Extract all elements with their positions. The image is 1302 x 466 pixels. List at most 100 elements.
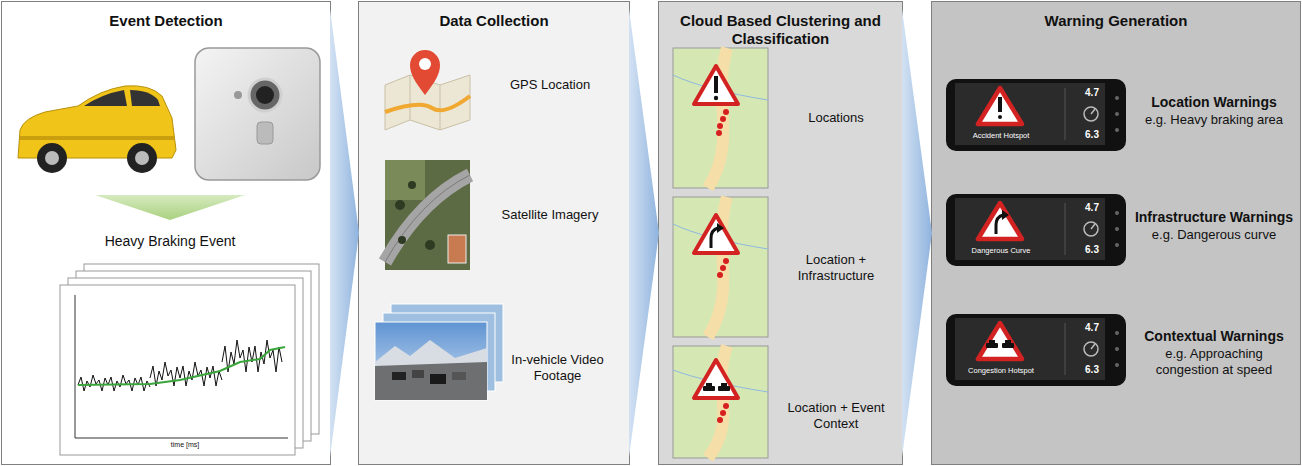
video-frames-part — [430, 374, 446, 384]
screen-value: 4.7 — [1079, 322, 1105, 334]
satellite-image-part — [385, 160, 470, 270]
gps-map-icon-part — [419, 58, 431, 70]
warning-screen-label: Accident Hotspot — [954, 131, 1048, 140]
phone-screen-congestion-part — [1005, 340, 1011, 343]
gps-map-icon-part — [410, 50, 440, 95]
video-frames-part — [375, 322, 487, 400]
phone-screen-curve-part — [1084, 222, 1098, 236]
map-locations-part — [717, 123, 723, 129]
signal-plot-part — [76, 271, 311, 441]
video-frames-part — [375, 362, 487, 400]
phone-screen-accident-part — [998, 115, 1002, 119]
video-frames — [375, 304, 503, 400]
signal-plot — [60, 264, 319, 455]
screen-value: 6.3 — [1079, 129, 1105, 141]
satellite-image-part — [385, 175, 470, 262]
satellite-image-part — [408, 181, 416, 189]
warning-screen-label: Dangerous Curve — [954, 246, 1048, 255]
axis-label: time [ms] — [150, 441, 220, 449]
car-illustration-part — [84, 90, 127, 106]
data-source-label: Satellite Imagery — [480, 207, 620, 223]
map-locations — [673, 48, 768, 188]
satellite-image-part — [385, 175, 470, 262]
warning-example: e.g. Heavy braking area — [1128, 112, 1300, 128]
map-infrastructure-part — [720, 265, 726, 271]
gps-map-icon-part — [385, 75, 470, 130]
video-frames-part — [392, 372, 406, 380]
cluster-label: Location + Infrastructure — [772, 252, 900, 283]
phone-screen-congestion-part — [1115, 363, 1119, 367]
video-frames-part — [412, 370, 424, 378]
car-illustration-part — [45, 151, 59, 165]
flow-chevron — [629, 9, 659, 457]
satellite-image-part — [448, 235, 466, 263]
warning-example: e.g. Dangerous curve — [1128, 227, 1300, 243]
stage-panel: Data Collection — [358, 1, 630, 465]
screen-value: 6.3 — [1079, 244, 1105, 256]
video-frames-part — [383, 313, 495, 391]
map-event-context-part — [673, 346, 768, 458]
phone-screen-curve-part — [1065, 203, 1066, 255]
car-illustration-part — [127, 143, 157, 173]
smartphone-illustration-part — [256, 86, 274, 104]
gps-map-icon — [385, 50, 470, 130]
gps-map-icon-part — [385, 96, 470, 112]
phone-screen-congestion-part — [1115, 331, 1119, 335]
satellite-image — [385, 160, 470, 270]
warning-type: Contextual Warnings — [1128, 328, 1300, 345]
map-infrastructure-part — [708, 197, 727, 337]
map-locations-part — [716, 130, 722, 136]
data-source-label: GPS Location — [480, 77, 620, 93]
satellite-image-part — [398, 236, 406, 244]
map-event-context — [673, 346, 768, 458]
cluster-label: Locations — [772, 110, 900, 126]
stage-title: Cloud Based Clustering and Classificatio… — [674, 12, 887, 48]
map-event-context-part — [720, 410, 726, 416]
phone-screen-congestion-part — [1091, 344, 1095, 349]
smartphone-illustration — [195, 48, 320, 180]
gps-map-icon-part — [410, 75, 411, 120]
map-event-context-part — [721, 383, 727, 386]
satellite-image-part — [425, 240, 435, 250]
flow-chevron — [902, 9, 932, 457]
phone-screen-accident-part — [1084, 107, 1098, 121]
satellite-image-part — [385, 160, 425, 200]
map-event-context-part — [694, 360, 738, 398]
map-event-context-part — [673, 370, 768, 392]
car-illustration-part — [135, 151, 149, 165]
stage-title: Warning Generation — [947, 12, 1285, 30]
phone-screen-accident-part — [955, 83, 1105, 145]
phone-screen-accident-part — [1115, 128, 1119, 132]
map-infrastructure-part — [711, 228, 718, 248]
phone-screen-congestion-part — [1115, 347, 1119, 351]
map-locations-part — [673, 75, 768, 100]
map-infrastructure-part — [717, 223, 724, 233]
video-frames-part — [375, 340, 487, 368]
warning-type: Location Warnings — [1128, 94, 1300, 111]
signal-plot-part — [75, 438, 288, 439]
car-illustration-part — [20, 136, 174, 140]
phone-screen-congestion-part — [1084, 342, 1098, 356]
car-illustration-part — [18, 86, 176, 158]
smartphone-illustration-part — [195, 48, 320, 180]
warning-screen-label: Congestion Hotspot — [954, 366, 1048, 375]
phone-screen-accident-part — [1091, 109, 1095, 114]
phone-screen-congestion-part — [986, 343, 998, 348]
phone-screen-congestion-part — [989, 340, 995, 343]
warning-example: e.g. Approaching congestion at speed — [1134, 346, 1294, 377]
phone-screen-congestion-part — [1065, 323, 1066, 375]
phone-screen-curve-part — [1002, 210, 1009, 220]
signal-plot-part — [78, 340, 282, 391]
phone-screen-curve-part — [1091, 224, 1095, 229]
stage-title: Event Detection — [17, 12, 315, 30]
data-source-label: In-vehicle Video Footage — [495, 352, 620, 383]
phone-screen-congestion — [955, 318, 1119, 380]
map-locations-part — [714, 96, 718, 100]
car-illustration-part — [37, 143, 67, 173]
video-frames-part — [391, 304, 503, 382]
flow-chevron — [330, 9, 359, 457]
phone-screen-curve-part — [978, 203, 1022, 239]
smartphone-illustration-part — [257, 122, 273, 144]
phone-screen-curve-part — [1115, 227, 1119, 231]
smartphone-illustration-part — [249, 79, 281, 111]
